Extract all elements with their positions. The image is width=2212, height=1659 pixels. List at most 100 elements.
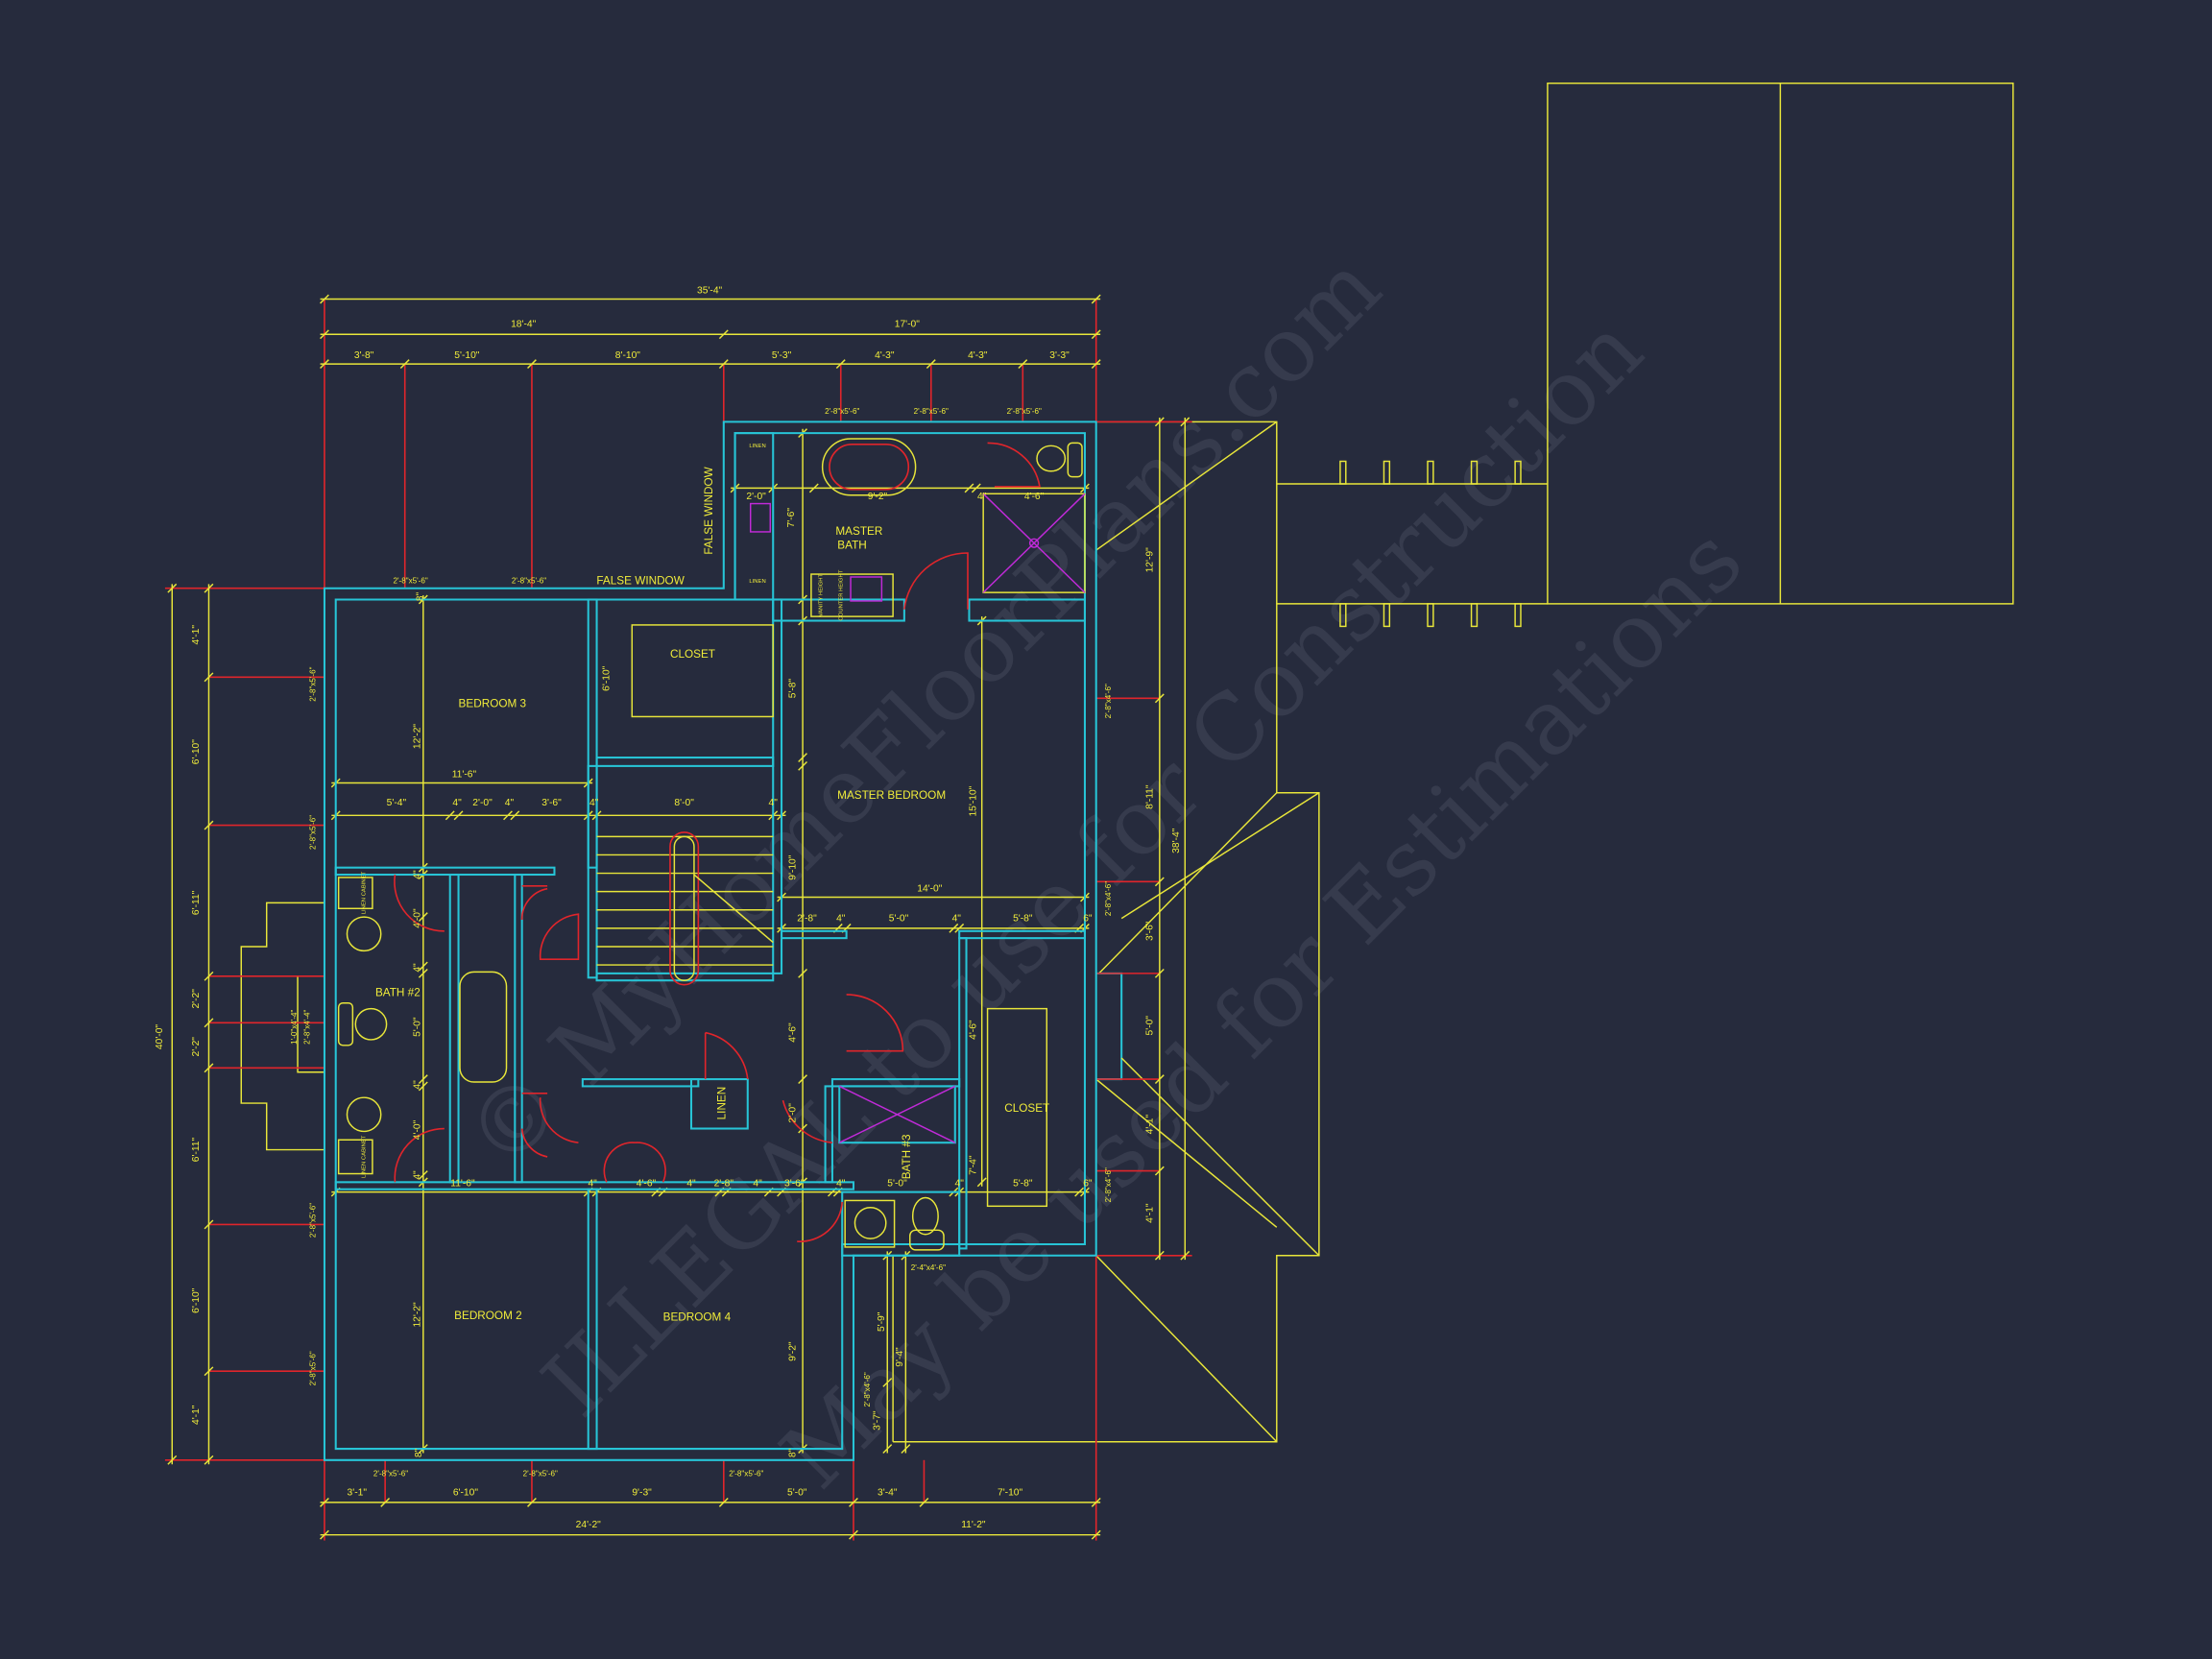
dimension-label-interior: 4" xyxy=(769,798,779,808)
dimension-label-right-detail: 4'-1" xyxy=(1144,1115,1155,1135)
dimension-label-left-detail: 6'-10" xyxy=(191,739,202,765)
room-label-bedroom-2: BEDROOM 2 xyxy=(454,1310,522,1322)
walls xyxy=(323,421,1097,1461)
dimension-label-interior: 4" xyxy=(977,492,987,502)
master-toilet xyxy=(1036,445,1067,472)
dimension-label-interior: 11'-6" xyxy=(452,769,477,780)
dimension-label-interior: 4" xyxy=(413,870,423,879)
dimension-label-interior: 14'-0" xyxy=(917,883,943,894)
dimension-label-top-detail: 5'-10" xyxy=(454,350,480,361)
dimension-label-left-windows: 2'-8"x5'-6" xyxy=(308,666,317,701)
dimension-label-left-detail: 2'-2" xyxy=(191,989,202,1009)
dimension-label-interior: 4" xyxy=(836,1179,846,1190)
dimension-label-interior: 8" xyxy=(414,1448,424,1457)
dimension-label-left-windows: 1'-0"x4'-4" xyxy=(290,1009,299,1044)
dimension-label-left-windows: 2'-8"x5'-6" xyxy=(308,1203,317,1238)
dimension-label-interior: 15'-10" xyxy=(969,785,979,816)
dimension-label-interior: 4'-0" xyxy=(413,1119,423,1140)
master-tub xyxy=(821,438,917,496)
room-label-bath-3: BATH #3 xyxy=(901,1134,913,1179)
dimension-label-interior: 4" xyxy=(686,1179,696,1190)
dimension-label-left-windows: 2'-8"x5'-6" xyxy=(308,815,317,850)
pergola-post xyxy=(1339,603,1347,628)
vanity-sink xyxy=(749,502,772,533)
dimension-label-interior: 9'-10" xyxy=(788,854,799,880)
dimension-label-left-detail: 4'-1" xyxy=(191,625,202,645)
dimension-label-top-detail: 4'-3" xyxy=(968,350,988,361)
note-linen-2: LINEN xyxy=(749,579,765,585)
dimension-label-right-detail: 12'-9" xyxy=(1144,547,1155,573)
room-label-closet-2: CLOSET xyxy=(1004,1102,1049,1115)
dimension-label-top-detail: 4'-3" xyxy=(875,350,895,361)
dimension-label-interior: 4" xyxy=(505,798,515,808)
dimension-label-interior: 3'-7" xyxy=(873,1410,883,1431)
dimension-label-interior: 4'-6" xyxy=(637,1179,657,1190)
dimension-label-interior: 7'-4" xyxy=(969,1155,979,1175)
pergola-post xyxy=(1382,603,1391,628)
dimension-label-top-windows: 2'-8"x5'-6" xyxy=(825,407,859,416)
dimension-label-interior: 12'-2" xyxy=(413,1302,423,1328)
dimension-label-interior: 4" xyxy=(836,913,846,924)
stair-treads xyxy=(596,835,774,966)
dimension-label-interior: 5'-0" xyxy=(889,913,909,924)
dimension-label-right-windows: 2'-8"x4'-6" xyxy=(1104,1167,1113,1202)
dimension-label-top-windows: 2'-8"x5'-6" xyxy=(914,407,949,416)
dimension-label-top-detail: 3'-8" xyxy=(354,350,374,361)
note-linen-1: LINEN xyxy=(749,444,765,449)
dimension-label-interior: 4" xyxy=(952,913,962,924)
dimension-label-top-windows: 2'-8"x5'-6" xyxy=(1007,407,1042,416)
dimension-label-interior: 2'-4"x4'-6" xyxy=(911,1263,946,1272)
room-label-linen: LINEN xyxy=(715,1087,728,1120)
dimension-label-interior: 7'-6" xyxy=(786,508,797,528)
dimension-label-bottom-detail: 9'-3" xyxy=(632,1487,652,1498)
dimension-label-bottom-detail: 6'-10" xyxy=(453,1487,479,1498)
dimension-label-interior: 6'-10" xyxy=(602,665,613,691)
note-linen-cabinet-2: LINEN CABINET xyxy=(362,1135,368,1178)
watermark: © MyHomeFloorPlans.com ILLEGAL to use fo… xyxy=(446,235,1763,1509)
dimension-label-interior: 2'-0" xyxy=(746,492,766,502)
dimension-label-interior: 2'-8"x4'-6" xyxy=(863,1372,872,1407)
pergola-post xyxy=(1514,460,1522,485)
bath3-toilet xyxy=(911,1196,939,1236)
dimension-label-interior: 12'-2" xyxy=(413,724,423,750)
roof-outline xyxy=(892,421,1320,1443)
dimension-label-interior: 4" xyxy=(452,798,462,808)
dimension-label-interior: 5'-0" xyxy=(887,1179,907,1190)
room-label-bedroom-4: BEDROOM 4 xyxy=(663,1311,732,1324)
dimension-extension-lines xyxy=(164,299,1192,1541)
dimension-label-bottom-detail: 3'-4" xyxy=(878,1487,898,1498)
dimension-label-interior: 4" xyxy=(413,1170,423,1180)
dimension-label-top-windows: 2'-8"x5'-6" xyxy=(393,577,427,586)
dimension-label-interior: 4" xyxy=(413,963,423,973)
dimension-label-interior: 5'-8" xyxy=(788,678,799,698)
dimension-label-interior: 9'-2" xyxy=(788,1341,799,1361)
dimension-label-left-detail: 6'-11" xyxy=(191,1138,202,1163)
note-false-window-side: FALSE WINDOW xyxy=(703,466,715,554)
dimension-label-interior: 4" xyxy=(413,1080,423,1090)
pergola-post xyxy=(1470,460,1479,485)
dimension-label-interior: 8" xyxy=(788,1448,799,1457)
dimension-label-bottom-windows: 2'-8"x5'-6" xyxy=(523,1470,558,1479)
dimension-label-bottom-detail: 5'-0" xyxy=(787,1487,807,1498)
dimension-labels: 35'-4"18'-4"17'-0"3'-8"5'-10"8'-10"5'-3"… xyxy=(155,285,1182,1530)
dimension-label-top-detail: 3'-3" xyxy=(1049,350,1070,361)
dimension-label-overall-top: 35'-4" xyxy=(697,285,723,296)
dimension-label-left-windows: 2'-8"x4'-4" xyxy=(302,1009,311,1044)
fixtures xyxy=(337,438,1086,1251)
bath2-toilet xyxy=(354,1007,388,1041)
dimension-label-right-detail: 4'-1" xyxy=(1144,1203,1155,1223)
bath3-shower xyxy=(838,1085,956,1143)
pergola-post xyxy=(1427,603,1434,628)
dimension-label-left-windows: 2'-8"x5'-6" xyxy=(308,1351,317,1385)
dimension-label-interior: 11'-6" xyxy=(450,1179,475,1190)
room-label-master-bedroom: MASTER BEDROOM xyxy=(837,789,946,802)
pergola-post xyxy=(1382,460,1391,485)
stair-rail xyxy=(669,831,700,986)
dimension-label-interior: 9'-2" xyxy=(868,492,888,502)
room-label-closet: CLOSET xyxy=(670,648,715,661)
bath2-tub xyxy=(459,971,508,1083)
dimension-label-interior: 4" xyxy=(589,798,599,808)
dimension-label-interior: 4" xyxy=(753,1179,762,1190)
dimension-label-bottom-overall: 11'-2" xyxy=(961,1520,986,1530)
dimension-label-interior: 4'-6" xyxy=(788,1022,799,1043)
